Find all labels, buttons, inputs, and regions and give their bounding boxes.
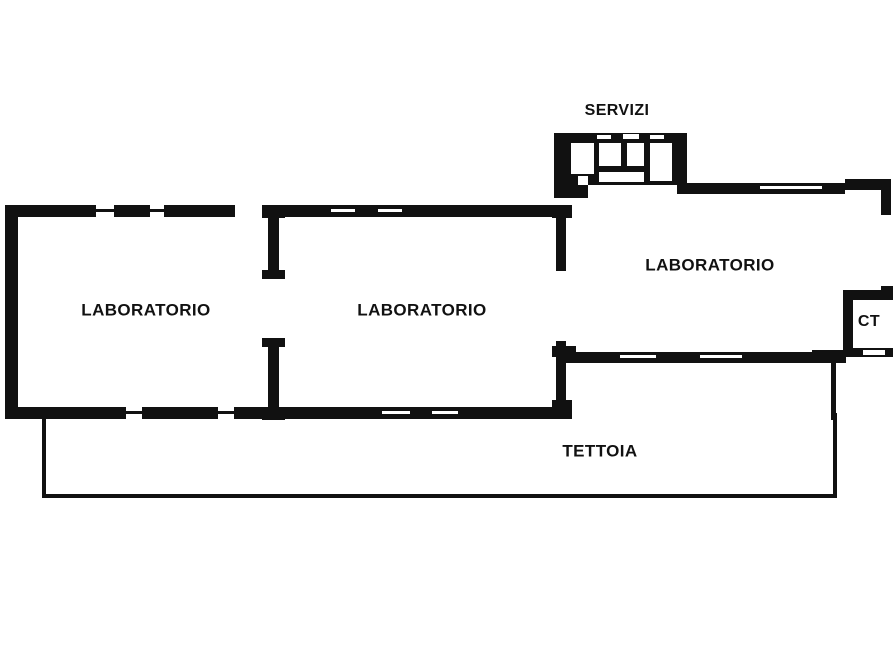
partition-wall-left-lower [268, 340, 279, 419]
servizi-notch [578, 176, 588, 185]
outer-wall-top-seg-2 [114, 205, 150, 217]
ct-door-opening [863, 350, 885, 355]
partition-head-top [262, 205, 285, 218]
window-opening-bottom-4 [432, 411, 458, 414]
outer-wall-top-right-step [845, 179, 891, 190]
servizi-stalls [571, 143, 672, 185]
servizi-stall-4 [650, 143, 672, 181]
outer-wall-top-seg-3 [164, 205, 235, 217]
ct-wall-top [843, 290, 893, 300]
outer-wall-top-seg-4 [262, 205, 562, 217]
window-opening-bottom-right-2 [700, 355, 742, 358]
partition-right-head-bottom [552, 400, 572, 419]
outer-wall-left [5, 205, 18, 419]
servizi-door-tick-2 [623, 134, 639, 139]
servizi-corridor [599, 172, 644, 182]
right-block-walls [562, 179, 893, 363]
partition-head-bottom [262, 407, 285, 420]
outer-wall-top-seg-1 [5, 205, 96, 217]
outer-wall-bottom-seg-2 [142, 407, 218, 419]
ct-corner-thickening [881, 286, 893, 300]
servizi-door-tick-1 [597, 135, 611, 139]
outer-wall-bottom-right-step [812, 350, 846, 363]
partition-stub-lower-end [262, 338, 285, 347]
window-opening-bottom-3 [382, 411, 410, 414]
partition-wall-right-upper [556, 205, 566, 271]
ct-wall-left [843, 290, 853, 357]
left-block-walls [5, 205, 562, 420]
window-opening-top-3 [331, 209, 355, 212]
outer-wall-bottom-seg-4 [279, 407, 562, 419]
outer-wall-bottom-right [562, 352, 820, 363]
partition-wall-right-lower [556, 341, 566, 407]
window-opening-bottom-right-1 [620, 355, 656, 358]
partition-stub-upper-end [262, 270, 285, 279]
window-opening-top-right [760, 186, 822, 189]
partition-wall-left-upper [268, 205, 279, 278]
room-label-laboratorio-left: LABORATORIO [81, 300, 210, 319]
room-label-tettoia: TETTOIA [562, 441, 637, 460]
servizi-stall-2 [599, 143, 621, 166]
room-labels: LABORATORIO LABORATORIO LABORATORIO SERV… [81, 102, 880, 460]
window-sill-bottom-2 [218, 411, 234, 414]
window-opening-top-4 [378, 209, 402, 212]
servizi-stall-1 [571, 143, 594, 174]
window-sill-top-1 [96, 209, 114, 212]
servizi-block [554, 133, 687, 198]
room-label-ct: CT [858, 313, 880, 330]
center-right-partition [552, 205, 576, 419]
partition-right-head-top [552, 205, 572, 218]
outer-wall-bottom-seg-3 [234, 407, 263, 419]
tettoia-outline [42, 413, 837, 498]
tettoia-area [42, 362, 837, 498]
window-sill-bottom-1 [126, 411, 142, 414]
room-label-laboratorio-center: LABORATORIO [357, 300, 486, 319]
room-label-servizi: SERVIZI [585, 102, 650, 119]
window-sill-top-2 [150, 209, 164, 212]
tettoia-right-edge [831, 362, 836, 420]
servizi-door-tick-3 [650, 135, 664, 139]
outer-wall-bottom-seg-1 [5, 407, 126, 419]
room-label-laboratorio-right: LABORATORIO [645, 255, 774, 274]
servizi-stall-3 [627, 143, 644, 166]
partition-right-tee [552, 346, 576, 357]
outer-wall-right-top-return [881, 179, 891, 215]
